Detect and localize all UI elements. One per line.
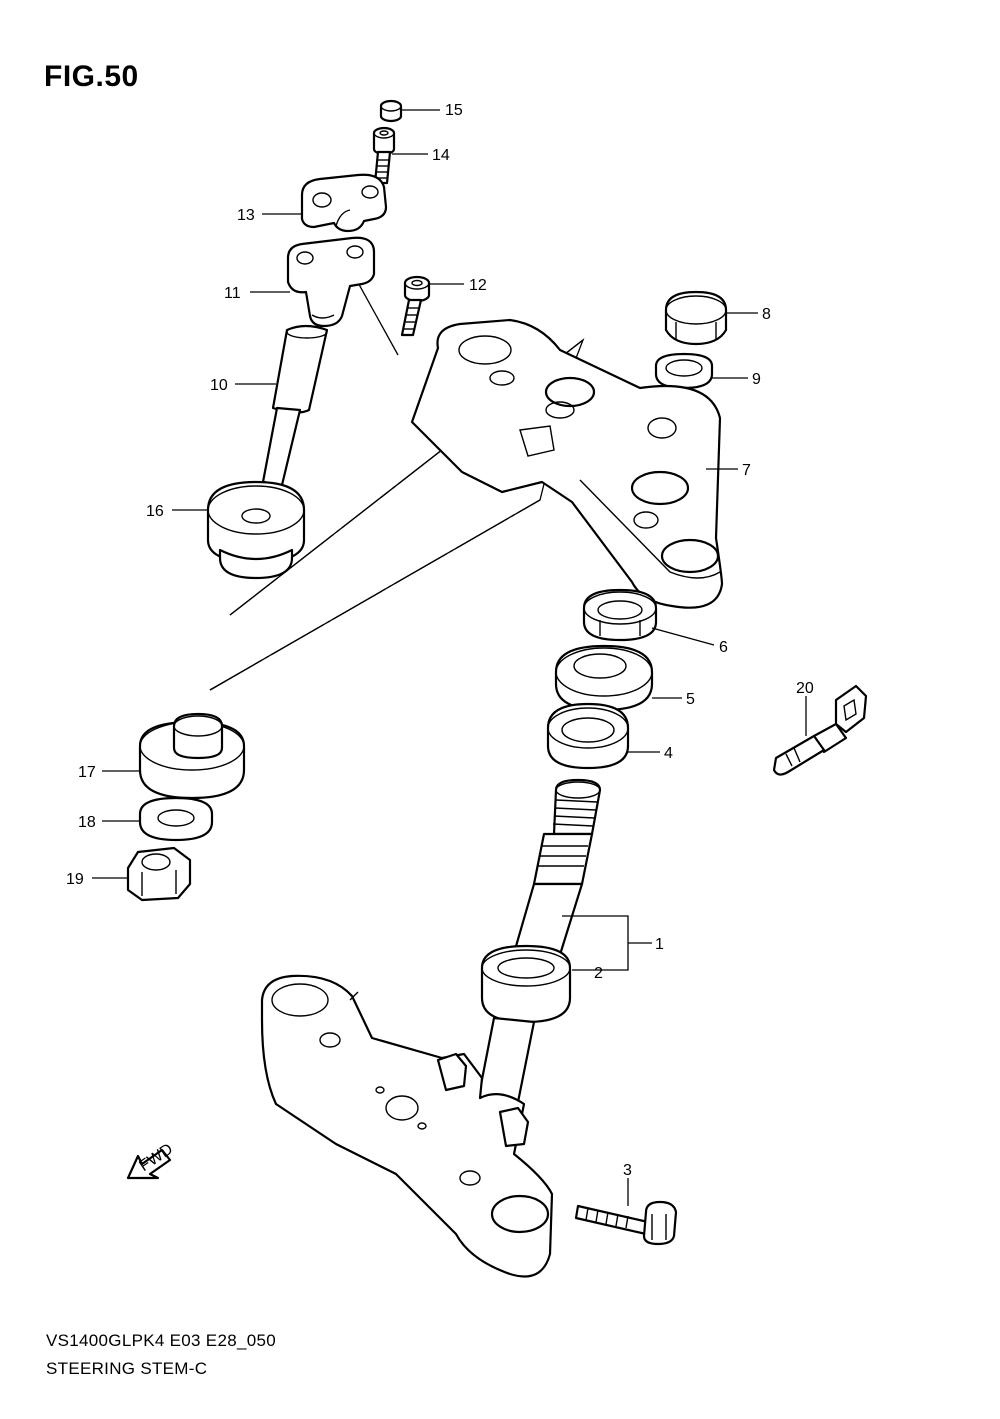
assembly-name-label: STEERING STEM-C [46,1359,208,1378]
callout-16: 16 [146,503,164,520]
nut-part [126,846,192,902]
callout-numbers: 15 14 13 12 11 10 16 8 9 7 6 5 4 20 17 1… [66,102,814,1179]
callout-19: 19 [66,871,84,888]
handlebar-holder-upper-part [300,173,388,233]
callout-1: 1 [655,936,664,953]
callout-20: 20 [796,680,814,697]
callout-11: 11 [224,285,241,302]
pinch-bolt-part [574,1200,678,1246]
callout-3: 3 [623,1162,632,1179]
cap-part [379,99,403,123]
clamp-bolt-part [400,275,431,337]
callout-17: 17 [78,764,96,781]
callout-12: 12 [469,277,487,294]
handlebar-holder-lower-part [286,236,376,328]
washer-part-18 [138,796,214,842]
lower-bearing-part [546,702,630,770]
callout-9: 9 [752,371,761,388]
switch-part [772,684,868,776]
callout-13: 13 [237,207,255,224]
steering-stem-part [476,778,602,1104]
callout-5: 5 [686,691,695,708]
upper-bearing-part [554,644,654,712]
callout-18: 18 [78,814,96,831]
leader-lines [92,109,807,1206]
figure-title: FIG.50 [44,60,139,93]
callout-15: 15 [445,102,463,119]
forward-arrow-icon: FWD [126,1141,176,1180]
cushion-rubber-part [206,480,306,580]
steering-nut-part [582,588,658,642]
lower-bracket-part [260,974,554,1278]
callout-2: 2 [594,965,603,982]
washer-part-9 [654,352,714,390]
callout-7: 7 [742,462,751,479]
cap-nut-part [664,290,728,346]
callout-14: 14 [432,147,450,164]
callout-6: 6 [719,639,728,656]
upper-bolt-part [372,126,396,185]
model-code-label: VS1400GLPK4 E03 E28_050 [46,1331,276,1350]
lower-cushion-part [138,712,246,800]
callout-4: 4 [664,745,673,762]
callout-8: 8 [762,306,771,323]
callout-10: 10 [210,377,228,394]
